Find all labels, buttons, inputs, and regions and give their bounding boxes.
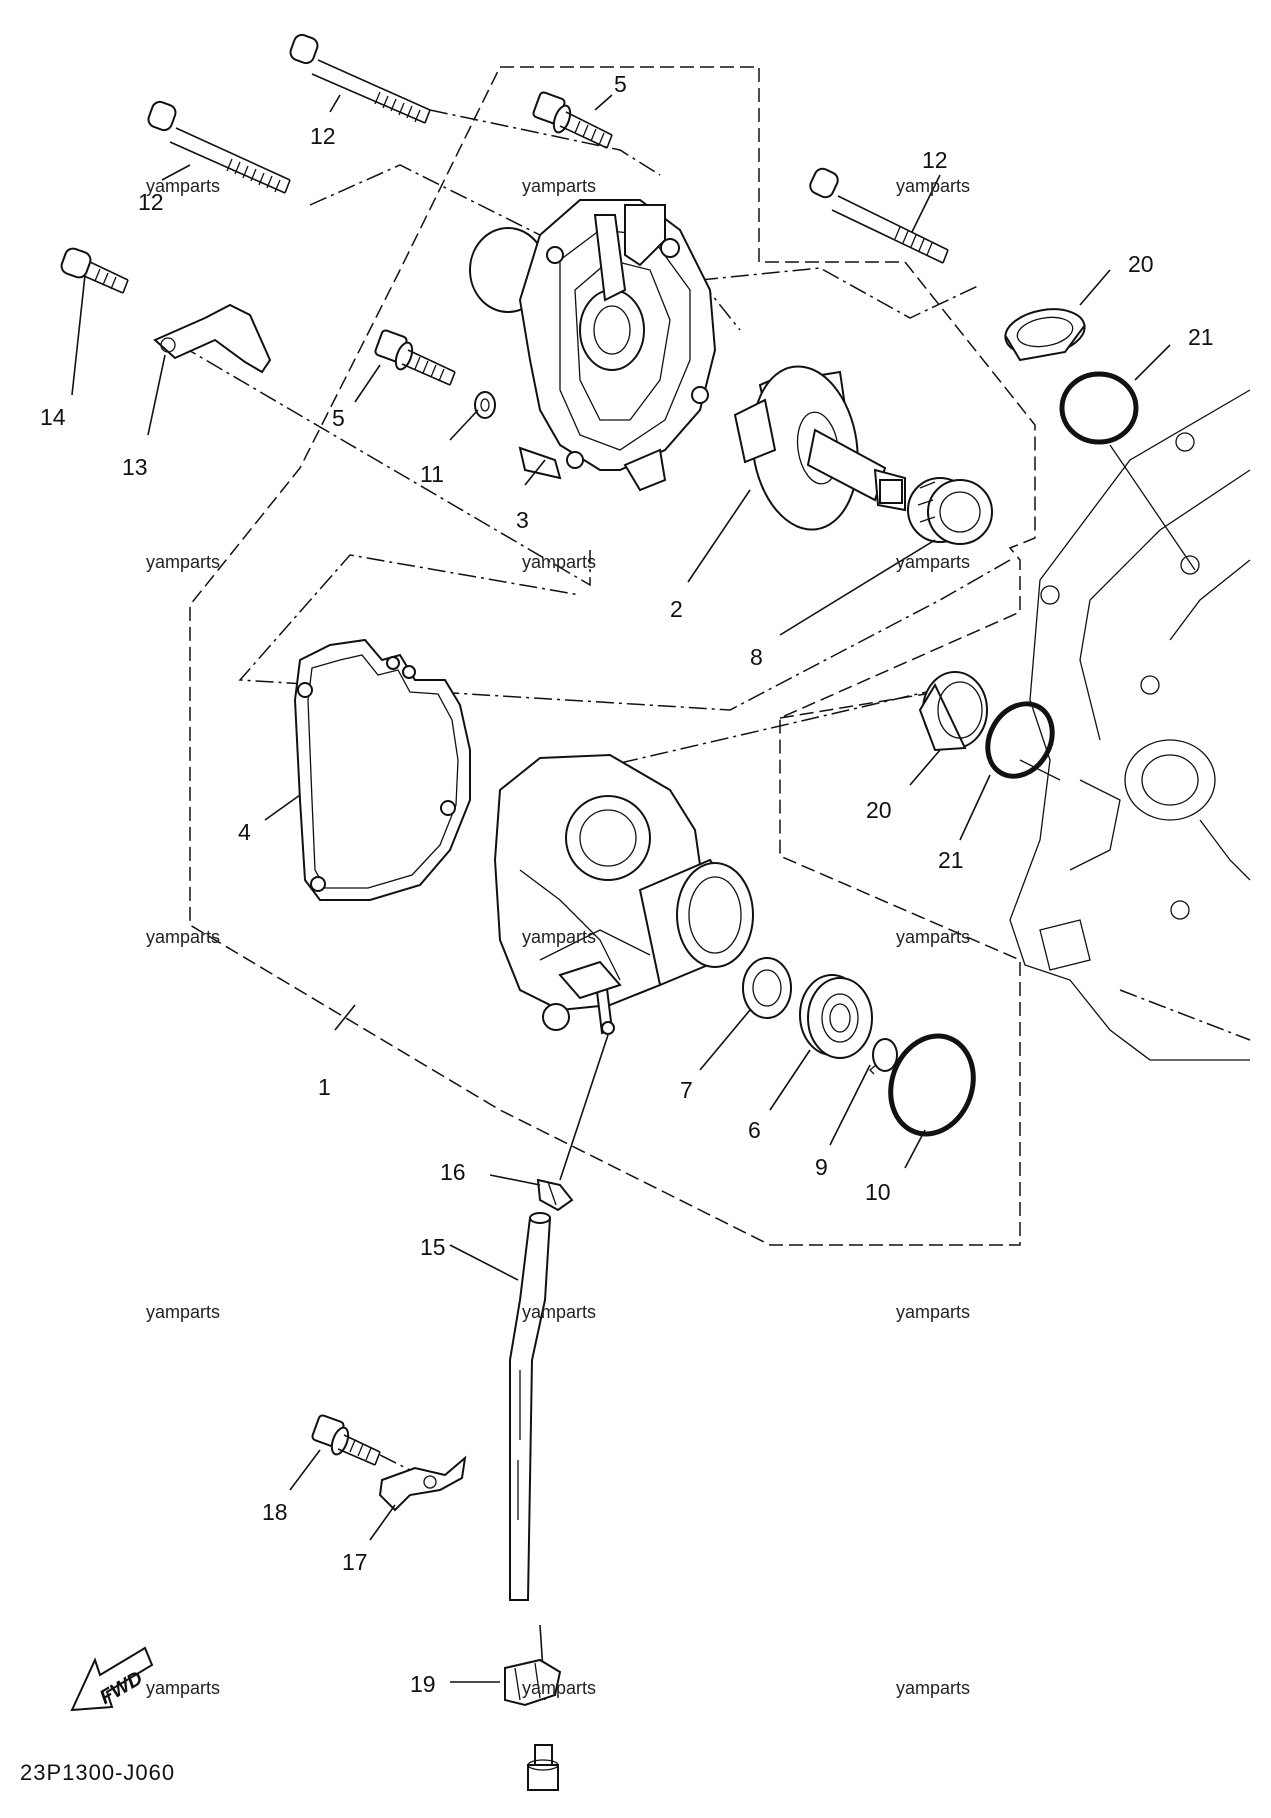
guide-oring-engine-2 — [1019, 759, 1061, 781]
callout-5-top: 5 — [614, 71, 627, 97]
bolt-5-mid — [374, 329, 456, 386]
circlip-9 — [869, 1038, 898, 1075]
screw-19 — [527, 1744, 559, 1791]
clamp-19 — [504, 1658, 562, 1707]
callout-12-top: 12 — [310, 123, 336, 149]
callout-3: 3 — [516, 507, 529, 533]
callout-2: 2 — [670, 596, 683, 622]
guide-oring-engine — [1109, 444, 1196, 571]
watermark: yamparts — [146, 176, 220, 196]
mechanical-seal-8 — [907, 477, 993, 545]
watermark: yamparts — [146, 1302, 220, 1322]
watermark: yamparts — [896, 176, 970, 196]
callout-7: 7 — [680, 1077, 693, 1103]
bolt-12-top — [289, 33, 431, 124]
oil-seal-7 — [742, 957, 792, 1019]
guide-hose — [559, 1034, 609, 1181]
bolt-12-left — [147, 100, 291, 194]
watermark: yamparts — [146, 1678, 220, 1698]
watermark: yamparts — [896, 552, 970, 572]
pump-housing — [493, 753, 754, 1035]
assembly-boundary — [189, 66, 1036, 1246]
washer-11 — [474, 391, 496, 419]
o-ring-10 — [888, 1033, 976, 1137]
callout-19: 19 — [410, 1671, 436, 1697]
bolt-12-right — [809, 167, 949, 264]
callout-14: 14 — [40, 404, 66, 430]
bracket-17 — [378, 1455, 467, 1512]
callout-20-mid: 20 — [866, 797, 892, 823]
callout-15: 15 — [420, 1234, 446, 1260]
watermark: yamparts — [522, 552, 596, 572]
callout-21-top: 21 — [1188, 324, 1214, 350]
callout-16: 16 — [440, 1159, 466, 1185]
watermark: yamparts — [896, 927, 970, 947]
pump-cover-3 — [469, 199, 717, 492]
leader-lines — [71, 94, 1171, 1683]
watermark: yamparts — [896, 1678, 970, 1698]
hose-15 — [509, 1212, 552, 1601]
gasket-4 — [293, 638, 471, 901]
bolt-14 — [60, 247, 129, 294]
collar-20-top — [1004, 308, 1086, 362]
callout-9: 9 — [815, 1154, 828, 1180]
callout-4: 4 — [238, 819, 251, 845]
callout-10: 10 — [865, 1179, 891, 1205]
watermark: yamparts — [146, 927, 220, 947]
guide-pump-body — [589, 689, 936, 771]
callout-5-mid: 5 — [332, 405, 345, 431]
hose-clip-16 — [536, 1178, 574, 1212]
callout-18: 18 — [262, 1499, 288, 1525]
callout-6: 6 — [748, 1117, 761, 1143]
watermark: yamparts — [522, 927, 596, 947]
fwd-arrow-icon — [70, 1646, 154, 1712]
o-ring-21-mid — [985, 701, 1055, 779]
callout-20-top: 20 — [1128, 251, 1154, 277]
guide-bolts-top — [309, 109, 661, 246]
bracket-13 — [153, 303, 272, 374]
callout-8: 8 — [750, 644, 763, 670]
o-ring-21-top — [1059, 371, 1139, 445]
impeller-shaft-2 — [733, 365, 906, 531]
guide-bolt-right — [699, 267, 981, 319]
diagram-code: 23P1300-J060 — [20, 1760, 175, 1785]
guide-bracket — [179, 344, 591, 587]
callout-11: 11 — [420, 461, 444, 487]
callout-13: 13 — [122, 454, 148, 480]
callout-17: 17 — [342, 1549, 368, 1575]
bearing-6 — [799, 974, 873, 1059]
callout-21-mid: 21 — [938, 847, 964, 873]
watermark: yamparts — [522, 1302, 596, 1322]
callout-12-left: 12 — [138, 189, 164, 215]
bolt-5-top — [532, 91, 613, 149]
watermark: yamparts — [522, 1678, 596, 1698]
bolt-18 — [311, 1414, 381, 1466]
watermark: yamparts — [146, 552, 220, 572]
callout-1: 1 — [318, 1074, 331, 1100]
watermark: yamparts — [522, 176, 596, 196]
engine-case — [1009, 389, 1251, 1061]
callout-numbers: 1 2 3 4 5 5 6 7 8 9 10 11 12 12 12 13 14… — [40, 71, 1214, 1697]
callout-12-right: 12 — [922, 147, 948, 173]
collar-20-mid — [918, 671, 988, 752]
watermark: yamparts — [896, 1302, 970, 1322]
watermarks: yamparts yamparts yamparts yamparts yamp… — [146, 176, 970, 1698]
